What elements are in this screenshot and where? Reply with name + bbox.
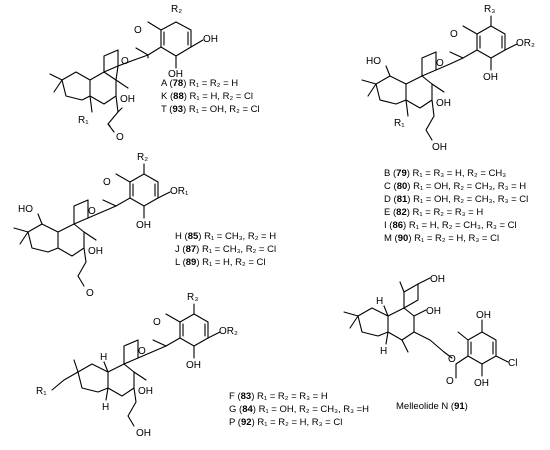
r3-label: R₃: [484, 4, 495, 15]
r3-label: R₃: [187, 292, 198, 303]
ring-oh-label: OH: [476, 310, 491, 321]
ch2-oh-label: OH: [136, 428, 151, 439]
compound-row: K (88) R₁ = H, R₂ = Cl: [161, 91, 253, 102]
bridgehead-h-label: H: [380, 346, 387, 357]
r1-label: R₁: [394, 118, 405, 129]
bridgehead-h-label: H: [100, 352, 107, 363]
ring-oh-label: OH: [186, 360, 201, 371]
compound-row: L (89) R₁ = H, R₂ = Cl: [175, 257, 266, 268]
compound-name: Melleolide N (91): [396, 401, 468, 412]
compound-row: B (79) R₁ = R₃ = H, R₂ = CH₃: [384, 168, 506, 179]
carbonyl-oxygen-label: O: [134, 25, 142, 36]
r2-label: R₂: [171, 4, 182, 15]
structure-3: O O OR₁ R₂ OH HO OH O H (85) R₁ = CH₃, R…: [13, 152, 276, 299]
ring-oh-label: OH: [483, 72, 498, 83]
carbonyl-oxygen-label: O: [450, 29, 458, 40]
r1-label: R₁: [78, 115, 89, 126]
compound-row: F (83) R₁ = R₂ = R₃ = H: [229, 391, 328, 402]
r2-label: R₂: [137, 152, 148, 163]
or2-label: OR₂: [516, 38, 535, 49]
aldehyde-oxygen-label: O: [86, 288, 94, 299]
ester-oxygen-label: O: [436, 58, 444, 69]
ester-oxygen-label: O: [448, 354, 456, 365]
bridge-oh-label: OH: [120, 94, 135, 105]
oh-label: OH: [430, 274, 445, 285]
ring-oh-label: OH: [136, 220, 151, 231]
carbonyl-oxygen-label: O: [103, 177, 111, 188]
or1-label: OR₁: [170, 186, 189, 197]
bridge-oh-label: OH: [436, 98, 451, 109]
carbonyl-oxygen-label: O: [446, 376, 454, 387]
bridge-oh-label: OH: [426, 306, 441, 317]
ester-oxygen-label: O: [138, 346, 146, 357]
compound-row: I (86) R₁ = H, R₂ = CH₃, R₃ = Cl: [384, 220, 517, 231]
ester-oxygen-label: O: [88, 206, 96, 217]
compound-row: G (84) R₁ = OH, R₂ = CH₃, R₃ =H: [229, 404, 369, 415]
r1-label: R₁: [36, 386, 47, 397]
bridge-oh-label: OH: [88, 246, 103, 257]
phenol-oh-label: OH: [203, 34, 218, 45]
compound-row: M (90) R₁ = R₂ = H, R₃ = Cl: [384, 233, 499, 244]
structure-1: O O OH OH R₂ OH R₁ O A (78) R₁ = R₂ = H …: [49, 4, 260, 143]
or2-label: OR₂: [219, 326, 238, 337]
compound-row: J (87) R₁ = CH₃, R₂ = Cl: [175, 244, 276, 255]
compound-row: C (80) R₁ = OH, R₂ = CH₃, R₃ = H: [384, 181, 526, 192]
compound-row: A (78) R₁ = R₂ = H: [161, 78, 238, 89]
compound-list: H (85) R₁ = CH₃, R₂ = H J (87) R₁ = CH₃,…: [175, 231, 276, 268]
ho-label: HO: [366, 56, 381, 67]
bridge-oh-label: OH: [138, 386, 153, 397]
compound-list: A (78) R₁ = R₂ = H K (88) R₁ = H, R₂ = C…: [161, 78, 260, 115]
bridgehead-h-label: H: [376, 296, 383, 307]
ring-oh-label: OH: [168, 69, 183, 80]
structure-5-melleolide-n: OH OH H H O O OH Cl OH Melleolide N (91): [343, 274, 517, 412]
structure-4: O O OR₂ R₃ OH OH H H R₁ OH F (83) R₁ = R…: [36, 292, 369, 439]
compound-row: E (82) R₁ = R₂ = R₃ = H: [384, 207, 483, 218]
ester-oxygen-label: O: [121, 56, 129, 67]
bridgehead-h-label: H: [102, 402, 109, 413]
compound-row: P (92) R₁ = R₂ = H, R₃ = Cl: [229, 417, 342, 428]
ch2-oh-label: OH: [432, 142, 447, 153]
compound-list: B (79) R₁ = R₃ = H, R₂ = CH₃ C (80) R₁ =…: [384, 168, 528, 244]
ho-label: HO: [18, 204, 33, 215]
compound-list: F (83) R₁ = R₂ = R₃ = H G (84) R₁ = OH, …: [229, 391, 369, 428]
structure-2: O O OR₂ R₃ OH HO OH R₁ OH B (79) R₁ = R₃…: [361, 4, 535, 244]
compound-row: D (81) R₁ = OH, R₂ = CH₃, R₃ = Cl: [384, 194, 528, 205]
aldehyde-oxygen-label: O: [116, 132, 124, 143]
chlorine-label: Cl: [508, 358, 517, 369]
compound-row: T (93) R₁ = OH, R₂ = Cl: [161, 104, 260, 115]
ring-oh-label: OH: [474, 378, 489, 389]
compound-row: H (85) R₁ = CH₃, R₂ = H: [175, 231, 276, 242]
carbonyl-oxygen-label: O: [153, 317, 161, 328]
